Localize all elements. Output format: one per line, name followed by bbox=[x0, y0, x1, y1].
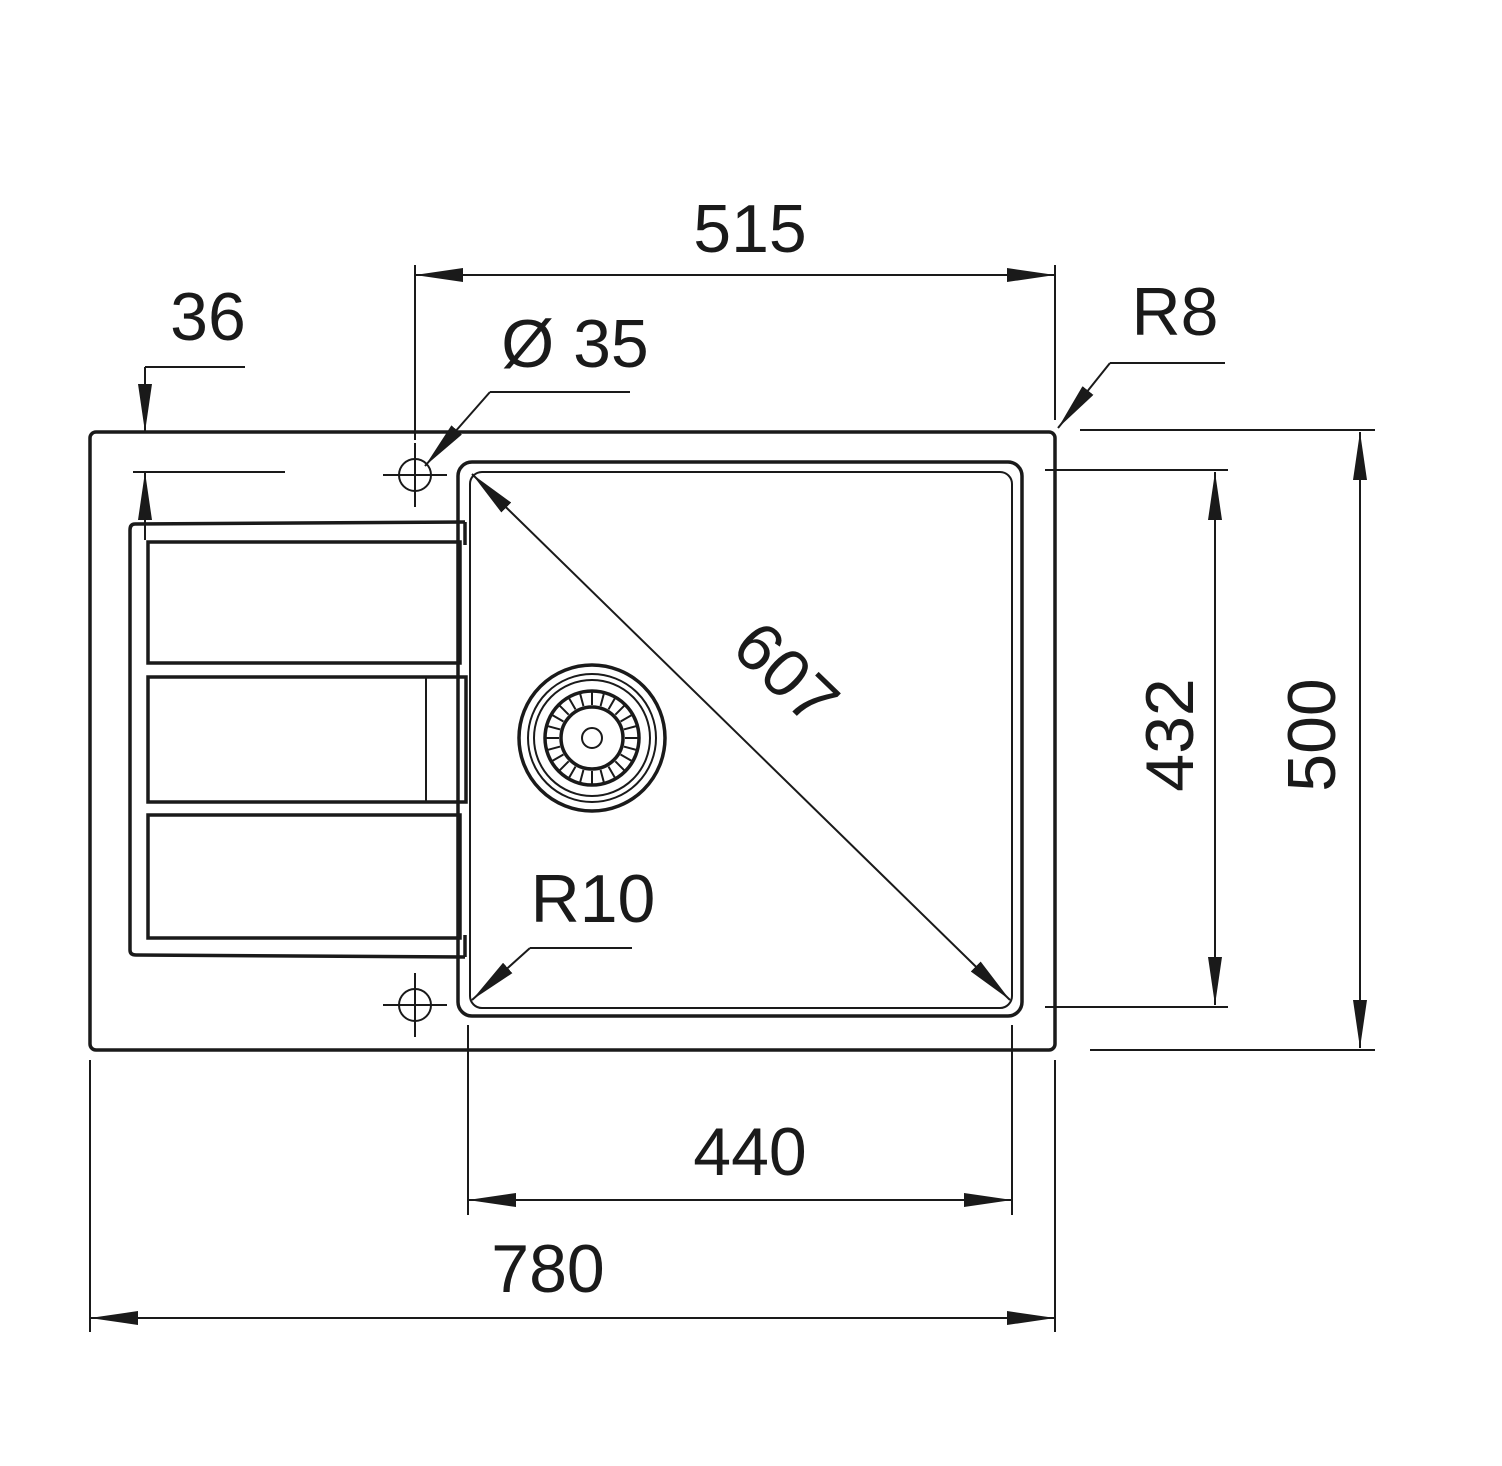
dim-label-r8: R8 bbox=[1132, 274, 1219, 350]
drainboard bbox=[128, 520, 468, 959]
drain-spoke bbox=[623, 725, 637, 731]
drain-spoke bbox=[599, 769, 605, 783]
drain-spoke bbox=[607, 766, 616, 779]
drain-spoke bbox=[558, 760, 570, 772]
dim-label-tap-hole: Ø 35 bbox=[501, 306, 648, 382]
drain-spoke bbox=[623, 745, 637, 751]
dim-label-607: 607 bbox=[719, 607, 853, 740]
dim-label-500: 500 bbox=[1274, 678, 1350, 791]
bowl bbox=[456, 460, 1024, 1018]
drain-spoke bbox=[579, 693, 585, 707]
dimension-440: 440 bbox=[467, 1025, 1013, 1215]
dimension-r8: R8 bbox=[1057, 274, 1225, 429]
dimension-r10: R10 bbox=[471, 861, 656, 1001]
dimension-36: 36 bbox=[133, 279, 285, 540]
dim-label-36: 36 bbox=[170, 279, 246, 355]
sink-outline bbox=[88, 430, 1057, 1052]
dim-label-515: 515 bbox=[693, 191, 806, 267]
dimension-432: 432 bbox=[1045, 469, 1228, 1008]
drain-spoke bbox=[558, 704, 570, 716]
drain-spoke bbox=[547, 745, 561, 751]
dimension-500: 500 bbox=[1080, 429, 1375, 1051]
drain-icon bbox=[517, 663, 667, 813]
tap-hole-bottom bbox=[383, 973, 447, 1037]
drain-spoke bbox=[614, 760, 626, 772]
tap-hole-top bbox=[383, 443, 447, 507]
drain-spoke bbox=[579, 769, 585, 783]
dim-label-440: 440 bbox=[693, 1114, 806, 1190]
dim-label-432: 432 bbox=[1132, 678, 1208, 791]
drain-spoke bbox=[620, 714, 633, 723]
drain-spoke bbox=[607, 697, 616, 710]
dimension-tap-hole: Ø 35 bbox=[424, 306, 649, 467]
drain-spoke bbox=[568, 697, 577, 710]
drain-spoke bbox=[614, 704, 626, 716]
drain-spoke bbox=[620, 753, 633, 762]
drain-spoke bbox=[551, 753, 564, 762]
drain-spoke bbox=[568, 766, 577, 779]
dimension-515: 515 bbox=[414, 191, 1056, 440]
drain-spoke bbox=[551, 714, 564, 723]
dimension-780: 780 bbox=[89, 1060, 1056, 1332]
drain-spoke bbox=[599, 693, 605, 707]
drain-spoke bbox=[547, 725, 561, 731]
dim-label-r10: R10 bbox=[531, 861, 656, 937]
dim-label-780: 780 bbox=[491, 1231, 604, 1307]
